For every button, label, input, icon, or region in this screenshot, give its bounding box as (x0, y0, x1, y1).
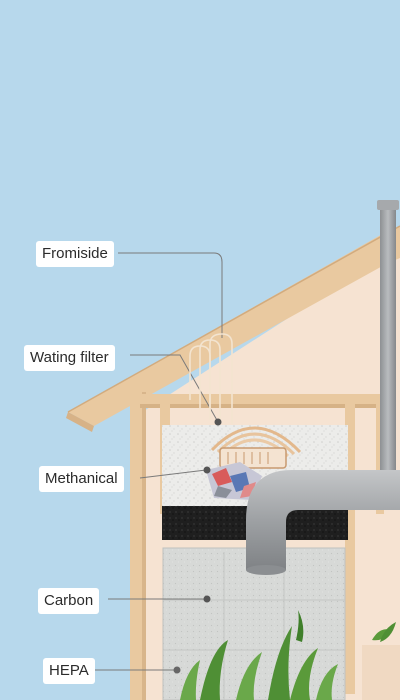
leader-lines (92, 252, 223, 671)
marker-dots (173, 418, 222, 674)
plant-icon (180, 610, 400, 700)
label-hepa: HEPA (43, 658, 95, 684)
chimney-pipe-icon (377, 200, 399, 496)
methanical-marker-dot (203, 466, 211, 474)
wating-filter-marker-dot (214, 418, 222, 426)
hepa-marker-dot (173, 666, 181, 674)
filter-unit-icon (206, 426, 302, 500)
carbon-marker-dot (203, 595, 211, 603)
label-fromiside: Fromiside (36, 241, 114, 267)
label-carbon: Carbon (38, 588, 100, 614)
label-methanical: Methanical (39, 466, 124, 492)
label-wating-filter: Wating filter (24, 345, 115, 371)
curved-duct-icon (246, 470, 400, 575)
connector-arcs (189, 333, 233, 424)
roof (66, 225, 400, 432)
